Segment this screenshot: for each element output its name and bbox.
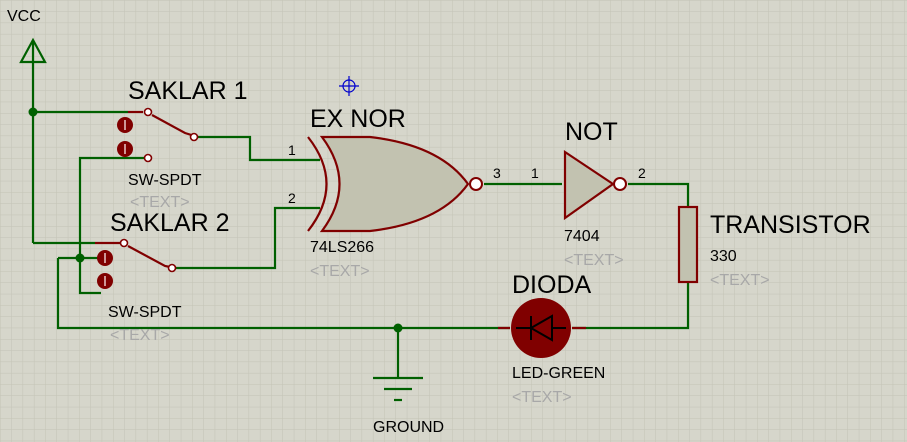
wires[interactable] <box>31 62 690 378</box>
vcc-terminal[interactable] <box>19 37 47 64</box>
switch-2-symbol[interactable] <box>95 238 177 290</box>
switch-1-placeholder: <TEXT> <box>130 194 190 211</box>
xnor-gate-symbol[interactable] <box>307 135 483 233</box>
resistor-placeholder: <TEXT> <box>710 272 770 289</box>
junction-dots <box>28 107 403 333</box>
xnor-gate-placeholder: <TEXT> <box>310 263 370 280</box>
resistor-name: TRANSISTOR <box>710 211 871 239</box>
vcc-label: VCC <box>7 8 41 25</box>
xnor-gate-name: EX NOR <box>310 105 406 133</box>
xnor-gate-part: 74LS266 <box>310 239 374 256</box>
switch-2-type: SW-SPDT <box>108 304 182 321</box>
switch-1-name: SAKLAR 1 <box>128 77 248 105</box>
switch-1-type: SW-SPDT <box>128 172 202 189</box>
not-pin-2: 2 <box>638 165 646 181</box>
led-diode-symbol[interactable] <box>498 298 586 358</box>
not-gate-name: NOT <box>565 118 618 146</box>
xnor-pin-2: 2 <box>288 190 296 206</box>
ground-label: GROUND <box>373 419 444 436</box>
diode-name: DIODA <box>512 271 592 299</box>
crosshair-marker-icon <box>339 76 359 96</box>
resistor-value: 330 <box>710 248 737 265</box>
switch-2-name: SAKLAR 2 <box>110 209 230 237</box>
resistor-symbol[interactable] <box>677 205 699 284</box>
diode-placeholder: <TEXT> <box>512 389 572 406</box>
switch-2-placeholder: <TEXT> <box>110 327 170 344</box>
not-gate-placeholder: <TEXT> <box>564 252 624 269</box>
ground-symbol[interactable] <box>373 376 423 402</box>
diode-part: LED-GREEN <box>512 365 605 382</box>
not-gate-part: 7404 <box>564 228 600 245</box>
xnor-pin-1: 1 <box>288 142 296 158</box>
not-pin-1: 1 <box>531 165 539 181</box>
xnor-pin-3: 3 <box>493 165 501 181</box>
switch-1-symbol[interactable] <box>117 107 199 163</box>
not-gate-symbol[interactable] <box>563 149 627 221</box>
